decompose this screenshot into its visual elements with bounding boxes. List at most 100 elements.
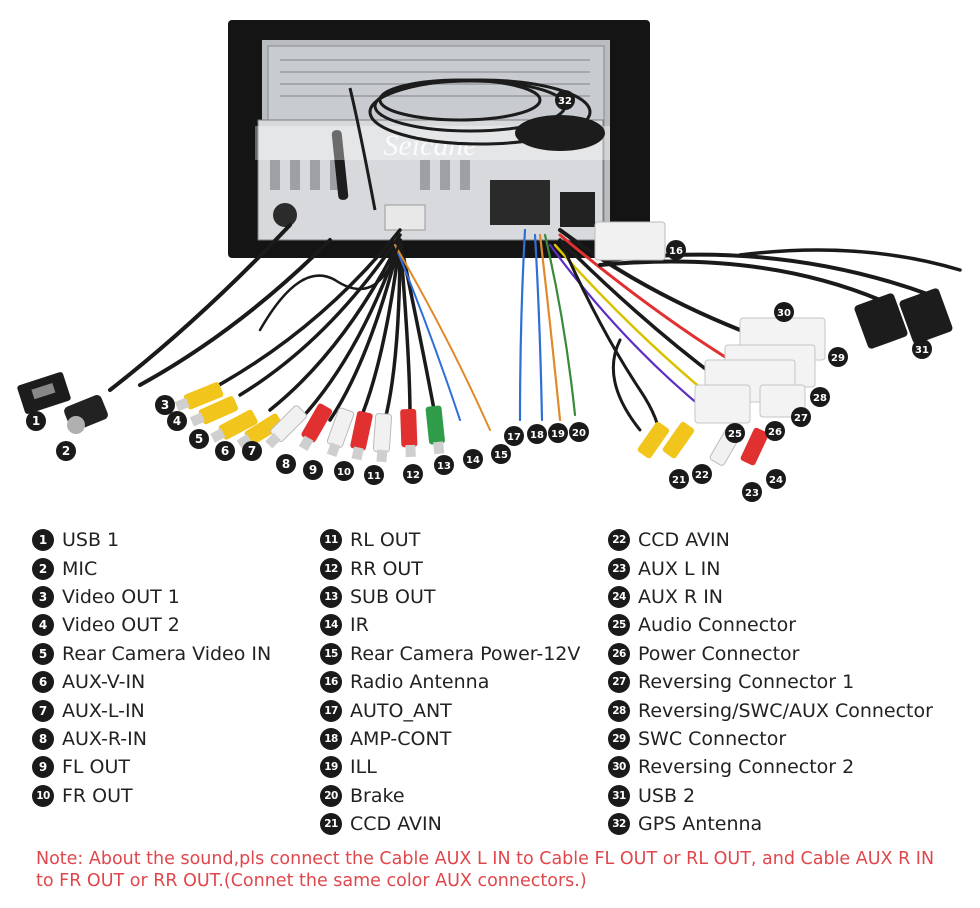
legend-label: USB 1 [62,529,120,552]
legend-number-badge: 9 [32,756,54,779]
callout-10: 10 [334,461,354,481]
callout-16: 16 [666,240,686,260]
callout-20: 20 [569,422,589,442]
callout-22: 22 [692,464,712,484]
legend-label: Reversing/SWC/AUX Connector [638,699,933,722]
legend-number-badge: 2 [32,557,54,580]
callout-number: 12 [406,470,420,481]
callout-badge [692,464,712,484]
legend-label: RR OUT [350,557,423,580]
legend-number-badge: 20 [320,784,342,807]
legend-label: Audio Connector [638,614,797,637]
legend-label: CCD AVIN [350,813,442,836]
callout-number: 2 [62,444,70,458]
callout-8: 8 [276,454,296,474]
callout-27: 27 [791,407,811,427]
callout-2: 2 [56,441,76,461]
legend-number-badge: 19 [320,756,342,779]
legend-item-19: 19 ILL [320,753,580,781]
legend-item-31: 31 USB 2 [608,782,933,810]
callout-26: 26 [765,421,785,441]
usb-2-connector [854,293,908,349]
legend-item-28: 28 Reversing/SWC/AUX Connector [608,696,933,724]
sound-connection-note: Note: About the sound,pls connect the Ca… [36,849,935,891]
callout-number: 28 [813,393,827,404]
callout-badge [504,426,524,446]
legend-label: Reversing Connector 2 [638,756,855,779]
legend-label: AUX-V-IN [62,671,146,694]
callout-badge [742,482,762,502]
callout-number: 26 [768,427,782,438]
legend-item-30: 30 Reversing Connector 2 [608,753,933,781]
callout-31: 31 [912,339,932,359]
callout-6: 6 [215,441,235,461]
callout-badge [434,455,454,475]
callout-13: 13 [434,455,454,475]
legend-number-badge: 27 [608,671,630,694]
head-unit [228,20,650,258]
callout-21: 21 [669,469,689,489]
callout-badge [666,240,686,260]
callout-number: 1 [32,414,40,428]
callout-number: 21 [672,475,686,486]
legend-number-badge: 8 [32,727,54,750]
legend-number-badge: 15 [320,642,342,665]
callout-badge [26,411,46,431]
callout-19: 19 [548,423,568,443]
legend-label: ILL [350,756,377,779]
legend-number-badge: 17 [320,699,342,722]
callout-badge [242,441,262,461]
callout-badge [774,302,794,322]
legend-number-badge: 24 [608,585,630,608]
callout-11: 11 [364,465,384,485]
legend-label: Brake [350,784,405,807]
callout-badge [548,423,568,443]
callout-badge [555,90,575,110]
legend-number-badge: 30 [608,756,630,779]
callout-number: 23 [745,488,759,499]
legend-item-20: 20 Brake [320,782,580,810]
legend-label: AUX R IN [638,585,724,608]
callout-14: 14 [463,449,483,469]
callout-number: 19 [551,429,565,440]
callout-badge [569,422,589,442]
legend-label: FR OUT [62,784,133,807]
harness-connectors [694,317,826,424]
legend-number-badge: 18 [320,727,342,750]
legend-number-badge: 23 [608,557,630,580]
callout-number: 8 [282,457,290,471]
callout-badge [334,461,354,481]
callout-9: 9 [303,460,323,480]
legend-number-badge: 28 [608,699,630,722]
callout-number: 29 [831,353,845,364]
callout-number: 15 [494,450,508,461]
callout-badge [527,424,547,444]
legend-number-badge: 5 [32,642,54,665]
legend-label: IR [350,614,369,637]
legend-number-badge: 16 [320,671,342,694]
legend-label: AUX-L-IN [62,699,145,722]
callout-badge [669,469,689,489]
legend-label: RL OUT [350,529,421,552]
legend-label: Power Connector [638,642,800,665]
callout-number: 20 [572,428,586,439]
legend-number-badge: 13 [320,585,342,608]
callout-number: 17 [507,432,521,443]
legend-number-badge: 31 [608,784,630,807]
rca-plugs-left [174,382,445,463]
legend-label: USB 2 [638,784,696,807]
callout-badge [791,407,811,427]
legend-number-badge: 22 [608,529,630,552]
callout-29: 29 [828,347,848,367]
callout-number: 24 [769,475,783,486]
legend-number-badge: 14 [320,614,342,637]
